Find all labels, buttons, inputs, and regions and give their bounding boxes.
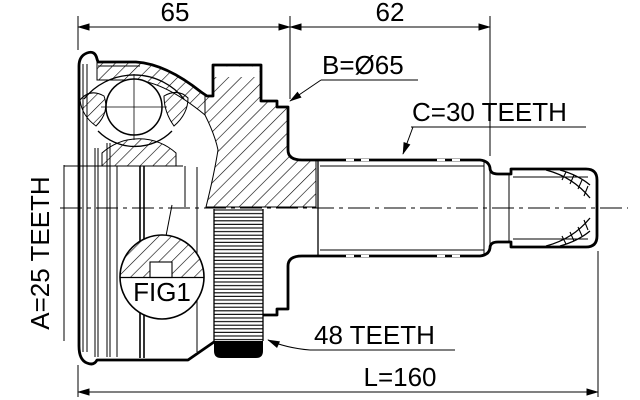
hatch-cage-left (79, 92, 107, 127)
fig1-tooth-notch (149, 261, 173, 279)
ball-bearing (83, 74, 185, 148)
spline-stub-end (513, 169, 591, 247)
label-a-spline: A=25 TEETH (25, 165, 65, 341)
dim-b-label: B=Ø65 (322, 50, 404, 80)
dimension-62: 62 (289, 0, 491, 156)
abs-ring-serrations (214, 209, 263, 341)
hatch-right-wall (204, 64, 317, 208)
spline-dashes (346, 158, 460, 258)
abs-tone-ring (213, 209, 264, 358)
dim-48-label: 48 TEETH (314, 320, 435, 350)
cage-arc (97, 130, 173, 148)
dimension-65: 65 (77, 0, 291, 99)
bell-feature-lines (64, 64, 198, 358)
hatch-cage-right (163, 92, 189, 127)
dim-62-label: 62 (376, 0, 405, 27)
label-b-diameter: B=Ø65 (289, 50, 418, 102)
abs-ring-section-gap (214, 66, 260, 77)
dim-65-label: 65 (161, 0, 190, 27)
abs-ring-band (214, 341, 263, 358)
dim-c-label: C=30 TEETH (412, 97, 567, 127)
shaft-spline-section (317, 158, 510, 258)
dim-length-label: L=160 (363, 362, 436, 392)
dim-a-label: A=25 TEETH (25, 176, 55, 329)
dimension-length: L=160 (77, 251, 599, 397)
fig1-label: FIG1 (133, 277, 191, 307)
label-c-spline: C=30 TEETH (402, 97, 586, 155)
label-48-teeth: 48 TEETH (267, 320, 455, 351)
spline-lead-ticks (561, 171, 589, 245)
fig1-leader (165, 204, 173, 237)
fig1-detail: FIG1 (119, 204, 205, 320)
